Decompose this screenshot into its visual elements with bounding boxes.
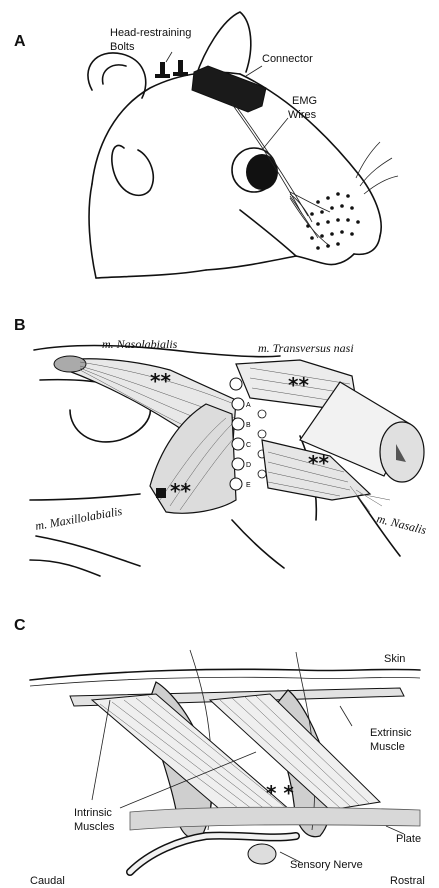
panel-a: A [14,12,398,278]
panel-a-letter: A [14,33,26,50]
whisker-pad-dots [306,192,360,250]
asterisk-transversus: ** [288,373,309,397]
maxillolabialis-muscle [150,404,236,513]
intrinsic-label-line2: Muscles [74,821,115,833]
intrinsic-label-line1: Intrinsic [74,807,112,819]
extrinsic-label-line1: Extrinsic [370,727,412,739]
bolts-leader [166,52,172,62]
intrinsic-leader-1 [92,700,110,800]
extrinsic-leader [340,706,352,726]
bolts-label-line2: Bolts [110,41,135,53]
whisker-row-letter-d: D [246,462,251,469]
panel-c: C [14,617,425,887]
asterisk-maxillolabialis: ** [170,479,191,503]
caudal-label: Caudal [30,875,65,887]
nasolabialis-label: m. Nasolabialis [102,337,178,351]
skin-surface [30,669,420,680]
whisker-row-letter-a: A [246,402,251,409]
asterisk-nasalis: ** [308,451,329,475]
plate-label: Plate [396,833,421,845]
panel-b-letter: B [14,317,26,334]
whisker-row-letter-b: B [246,422,251,429]
plate-layer [130,807,420,830]
emg-leader [262,118,288,150]
skin-label: Skin [384,653,405,665]
bolts-label-line1: Head-restraining [110,27,191,39]
whisker-row-letter-c: C [246,442,251,449]
whiskers [356,142,398,194]
emg-label-line2: Wires [288,109,317,121]
connector-label: Connector [262,53,313,65]
asterisk-intrinsic: * * [266,781,294,805]
transversus-label: m. Transversus nasi [258,341,354,355]
maxillolabialis-label: m. Maxillolabialis [34,504,123,533]
rostral-label: Rostral [390,875,425,887]
emg-label-line1: EMG [292,95,317,107]
whisker-row-letter-e: E [246,482,251,489]
rat-eye [232,148,278,192]
intrinsic-muscles [92,694,380,818]
asterisk-nasolabialis: ** [150,369,171,393]
connector-leader [246,66,262,76]
head-restraining-bolts [155,60,188,78]
extrinsic-label-line2: Muscle [370,741,405,753]
sensory-nerve [130,836,296,872]
panel-c-letter: C [14,617,26,634]
sensory-nerve-label: Sensory Nerve [290,859,363,871]
panel-b: B [14,317,428,576]
